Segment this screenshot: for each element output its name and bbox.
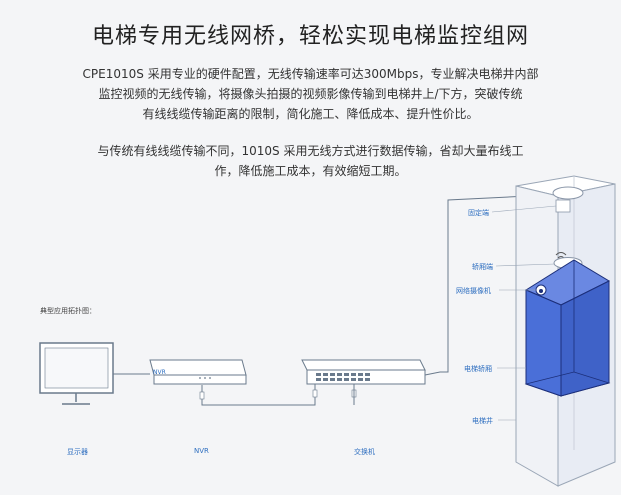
intro2-line-2: 作，降低施工成本，有效缩短工期。 (214, 164, 407, 178)
intro-paragraph-2: 与传统有线线缆传输不同，1010S 采用无线方式进行数据传输，省却大量布线工 作… (40, 141, 581, 181)
intro-line-1: CPE1010S 采用专业的硬件配置，无线传输速率可达300Mbps，专业解决电… (82, 67, 539, 81)
nvr-device (149, 359, 247, 385)
fixed-end-label: 固定端 (468, 209, 489, 217)
intro2-line-1: 与传统有线线缆传输不同，1010S 采用无线方式进行数据传输，省却大量布线工 (97, 144, 524, 158)
intro-line-2: 监控视频的无线传输，将摄像头拍摄的视频影像传输到电梯井上/下方，突破传统 (98, 87, 523, 101)
uplink-cable (424, 195, 529, 376)
elevator-car (524, 259, 611, 397)
shaft-label: 电梯井 (472, 417, 493, 425)
nvr-switch-cable (201, 384, 316, 406)
switch-device (301, 359, 426, 385)
car-label: 电梯轿厢 (464, 365, 492, 373)
intro-paragraph: CPE1010S 采用专业的硬件配置，无线传输速率可达300Mbps，专业解决电… (40, 64, 581, 124)
monitor (39, 342, 114, 405)
intro-line-3: 有线线缆传输距离的限制，简化施工、降低成本、提升性价比。 (142, 107, 479, 121)
monitor-label: 显示器 (67, 448, 88, 456)
nvr-label: NVR (194, 447, 209, 455)
car-end-label: 轿厢端 (472, 263, 493, 271)
topology-label: 典型应用拓扑图： (40, 307, 96, 315)
switch-label: 交换机 (354, 448, 375, 456)
nvr-device-text: NVR (153, 369, 166, 376)
page-title: 电梯专用无线网桥，轻松实现电梯监控组网 (91, 24, 529, 49)
camera-icon (535, 284, 547, 296)
camera-label: 网络摄像机 (456, 287, 491, 295)
